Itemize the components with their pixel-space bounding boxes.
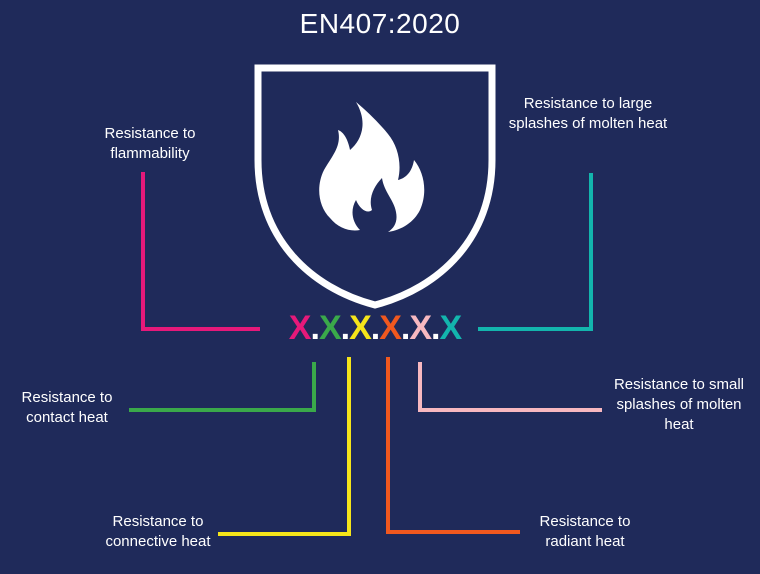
rating-code: X.X.X.X.X.X bbox=[260, 310, 490, 346]
code-letter-radiant-heat: X bbox=[379, 309, 402, 347]
code-letter-connective-heat: X bbox=[349, 309, 372, 347]
connective-heat-connector bbox=[218, 357, 351, 536]
large-splashes-connector bbox=[478, 173, 593, 331]
code-separator: . bbox=[370, 309, 381, 347]
diagram-title: EN407:2020 bbox=[299, 8, 461, 39]
code-separator: . bbox=[310, 309, 320, 347]
code-letter-small-splashes: X bbox=[409, 309, 432, 347]
code-letter-flammability: X bbox=[288, 309, 312, 347]
code-separator: . bbox=[400, 309, 411, 347]
label-connective-heat: Resistance to connective heat bbox=[105, 513, 211, 550]
shield-icon bbox=[254, 64, 496, 309]
label-large-splashes: Resistance to large splashes of molten h… bbox=[508, 95, 668, 132]
code-letter-large-splashes: X bbox=[439, 309, 463, 347]
label-contact-heat: Resistance to contact heat bbox=[21, 389, 113, 426]
flammability-connector bbox=[141, 172, 260, 331]
label-small-splashes: Resistance to small splashes of molten h… bbox=[613, 376, 745, 433]
small-splashes-connector bbox=[418, 362, 602, 412]
flame-icon bbox=[319, 102, 425, 232]
label-radiant-heat: Resistance to radiant heat bbox=[539, 513, 631, 550]
code-letter-contact-heat: X bbox=[318, 309, 342, 347]
radiant-heat-connector bbox=[386, 357, 520, 534]
code-separator: . bbox=[340, 309, 351, 347]
contact-heat-connector bbox=[129, 362, 316, 412]
label-flammability: Resistance to flammability bbox=[104, 125, 196, 162]
code-separator: . bbox=[431, 309, 441, 347]
